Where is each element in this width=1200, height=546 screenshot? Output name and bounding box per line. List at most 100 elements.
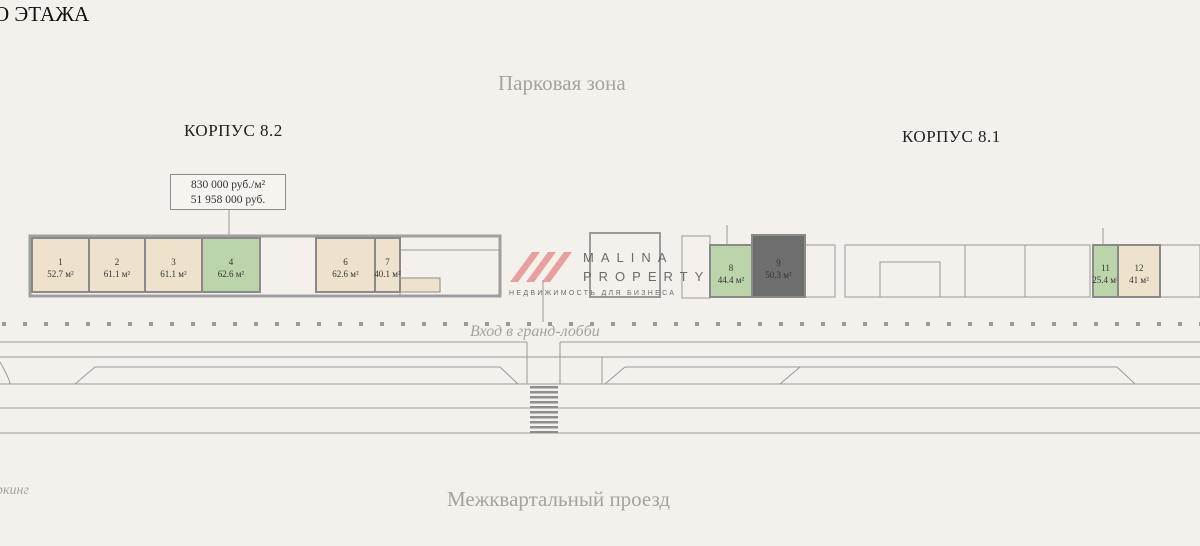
column-marker xyxy=(443,322,447,326)
column-marker xyxy=(653,322,657,326)
floor-title: О ЭТАЖА xyxy=(0,2,90,26)
column-marker xyxy=(149,322,153,326)
unit-9[interactable]: 950.3 м² xyxy=(751,234,806,298)
unit-number: 11 xyxy=(1101,263,1110,273)
column-markers xyxy=(2,322,1200,326)
logo-line2: PROPERTY xyxy=(583,269,710,284)
crosswalk-stripe xyxy=(530,411,558,414)
unit-2[interactable]: 261.1 м² xyxy=(88,237,146,293)
unit-area: 61.1 м² xyxy=(104,269,131,279)
unit-shape[interactable] xyxy=(315,237,376,293)
column-marker xyxy=(296,322,300,326)
unit-area: 41 м² xyxy=(1129,275,1149,285)
column-marker xyxy=(506,322,510,326)
column-marker xyxy=(107,322,111,326)
column-marker xyxy=(968,322,972,326)
column-marker xyxy=(338,322,342,326)
column-marker xyxy=(44,322,48,326)
column-marker xyxy=(464,322,468,326)
column-marker xyxy=(758,322,762,326)
column-marker xyxy=(485,322,489,326)
column-marker xyxy=(590,322,594,326)
column-marker xyxy=(989,322,993,326)
column-marker xyxy=(380,322,384,326)
unit-shape[interactable] xyxy=(1117,244,1161,298)
unit-shape[interactable] xyxy=(144,237,203,293)
column-marker xyxy=(1178,322,1182,326)
logo-line1: MALINA xyxy=(583,250,673,265)
unit-shape[interactable] xyxy=(31,237,90,293)
unit-area: 40.1 м² xyxy=(374,269,401,279)
column-marker xyxy=(842,322,846,326)
crosswalk-stripe xyxy=(530,391,558,394)
unit-area: 52.7 м² xyxy=(47,269,74,279)
column-marker xyxy=(317,322,321,326)
crosswalk-stripe xyxy=(530,401,558,404)
unit-area: 62.6 м² xyxy=(218,269,245,279)
unit-area: 44.4 м² xyxy=(718,275,745,285)
lobby-entrance-label: Вход в гранд-лобби xyxy=(470,323,600,340)
column-marker xyxy=(1094,322,1098,326)
unit-area: 62.6 м² xyxy=(332,269,359,279)
column-marker xyxy=(863,322,867,326)
crosswalk-stripe xyxy=(530,426,558,429)
column-marker xyxy=(359,322,363,326)
unit-area: 50.3 м² xyxy=(765,270,792,280)
column-marker xyxy=(275,322,279,326)
column-marker xyxy=(1115,322,1119,326)
unit-shape[interactable] xyxy=(374,237,401,293)
column-marker xyxy=(779,322,783,326)
crosswalk-stripe xyxy=(530,406,558,409)
unit-shape[interactable] xyxy=(709,244,753,298)
price-callout: 830 000 руб./м² 51 958 000 руб. xyxy=(170,174,286,210)
crosswalk-stripe xyxy=(530,431,558,434)
column-marker xyxy=(884,322,888,326)
unit-1[interactable]: 1 52.7 м² xyxy=(31,237,90,293)
unit-area: 61.1 м² xyxy=(160,269,187,279)
column-marker xyxy=(233,322,237,326)
column-marker xyxy=(716,322,720,326)
unit-number: 4 xyxy=(229,257,234,267)
unit-8[interactable]: 8 44.4 м² xyxy=(709,244,753,298)
building-8-2-label: КОРПУС 8.2 xyxy=(184,121,283,140)
unit-shape[interactable] xyxy=(201,237,261,293)
column-marker xyxy=(905,322,909,326)
column-marker xyxy=(695,322,699,326)
unit-number: 7 xyxy=(385,257,390,267)
column-marker xyxy=(821,322,825,326)
price-total: 51 958 000 руб. xyxy=(190,194,266,206)
column-marker xyxy=(527,322,531,326)
column-marker xyxy=(191,322,195,326)
unit-area: 25.4 м² xyxy=(1092,275,1119,285)
unit-number: 8 xyxy=(729,263,734,273)
park-zone-label: Парковая зона xyxy=(498,71,626,95)
unit-3[interactable]: 3 61.1 м² xyxy=(144,237,203,293)
column-marker xyxy=(401,322,405,326)
unit-number: 3 xyxy=(171,257,176,267)
unit-7[interactable]: 7 40.1 м² xyxy=(374,237,401,293)
crosswalk-stripe xyxy=(530,421,558,424)
column-marker xyxy=(23,322,27,326)
malina-property-logo: MALINA PROPERTY НЕДВИЖИМОСТЬ ДЛЯ БИЗНЕСА xyxy=(509,250,710,297)
crosswalk xyxy=(530,386,558,434)
unit-6[interactable]: 6 62.6 м² xyxy=(315,237,376,293)
unit-7-extension xyxy=(399,277,441,293)
price-per-m2: 830 000 руб./м² xyxy=(190,179,266,191)
column-marker xyxy=(254,322,258,326)
unit-shape[interactable] xyxy=(751,234,806,298)
unit-4[interactable]: 4 62.6 м² xyxy=(201,237,261,293)
column-marker xyxy=(926,322,930,326)
crosswalk-stripe xyxy=(530,386,558,389)
unit-11[interactable]: 11 25.4 м² xyxy=(1092,244,1119,298)
parking-label: ркинг xyxy=(0,483,29,498)
column-marker xyxy=(800,322,804,326)
unit-number: 6 xyxy=(343,257,348,267)
column-marker xyxy=(65,322,69,326)
column-marker xyxy=(1136,322,1140,326)
unit-number: 1 xyxy=(58,257,63,267)
road-label: Межквартальный проезд xyxy=(447,487,671,511)
column-marker xyxy=(548,322,552,326)
column-marker xyxy=(86,322,90,326)
